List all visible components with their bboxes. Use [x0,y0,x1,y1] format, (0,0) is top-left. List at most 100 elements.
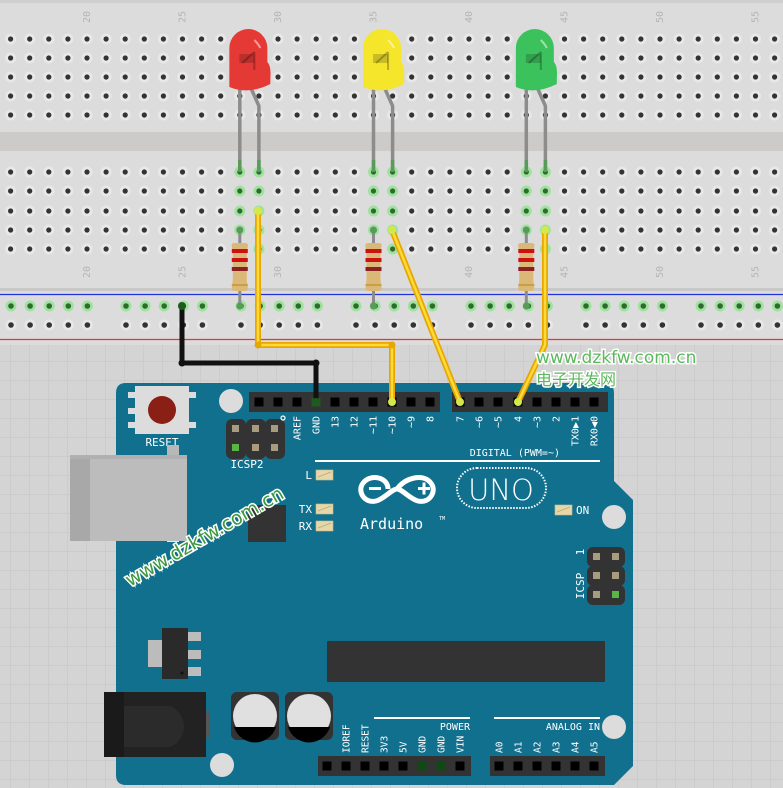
breadboard-hole[interactable] [294,227,300,233]
breadboard-hole[interactable] [447,227,453,233]
breadboard-hole[interactable] [428,93,434,99]
digital-socket[interactable] [406,397,416,407]
breadboard-hole[interactable] [218,169,224,175]
digital-socket[interactable] [570,397,580,407]
breadboard-hole[interactable] [160,188,166,194]
rail-hole-positive[interactable] [27,322,33,328]
breadboard-hole[interactable] [199,74,205,80]
breadboard-hole[interactable] [351,55,357,61]
power-socket[interactable] [436,761,446,771]
breadboard-hole[interactable] [409,169,415,175]
breadboard-hole[interactable] [275,74,281,80]
breadboard-hole[interactable] [141,112,147,118]
breadboard-hole[interactable] [313,55,319,61]
breadboard-hole[interactable] [428,208,434,214]
breadboard-hole[interactable] [600,55,606,61]
resistor-yellow[interactable] [365,243,382,291]
breadboard-hole[interactable] [313,169,319,175]
breadboard-hole[interactable] [657,93,663,99]
breadboard-hole[interactable] [581,36,587,42]
rail-hole-positive[interactable] [238,322,244,328]
breadboard-hole[interactable] [27,169,33,175]
rail-hole-positive[interactable] [295,322,302,328]
breadboard-hole[interactable] [772,93,778,99]
breadboard-hole[interactable] [638,208,644,214]
rail-hole-negative[interactable] [698,303,704,309]
breadboard-hole[interactable] [27,36,33,42]
breadboard-hole[interactable] [466,36,472,42]
rail-hole-negative[interactable] [755,303,762,309]
breadboard-hole[interactable] [466,246,472,252]
breadboard-hole[interactable] [103,188,109,194]
breadboard-hole[interactable] [504,208,510,214]
breadboard-hole[interactable] [619,169,625,175]
breadboard-hole[interactable] [638,188,644,194]
breadboard-hole[interactable] [714,169,720,175]
breadboard-hole[interactable] [294,169,300,175]
breadboard-hole[interactable] [581,169,587,175]
breadboard-hole[interactable] [619,93,625,99]
breadboard-hole[interactable] [676,208,682,214]
breadboard-hole[interactable] [179,169,186,175]
breadboard-hole[interactable] [752,169,759,175]
breadboard-hole[interactable] [46,74,52,80]
breadboard-hole[interactable] [65,208,71,214]
rail-hole-negative[interactable] [276,303,283,309]
breadboard-hole[interactable] [676,169,682,175]
breadboard-hole[interactable] [199,93,205,99]
breadboard-hole[interactable] [218,112,224,118]
breadboard-hole[interactable] [561,188,568,194]
breadboard-hole[interactable] [428,74,434,80]
rail-hole-negative[interactable] [295,303,302,309]
breadboard-hole[interactable] [7,36,14,42]
breadboard-hole[interactable] [695,188,701,194]
breadboard-hole[interactable] [504,74,510,80]
rail-hole-positive[interactable] [468,322,474,328]
breadboard-hole[interactable] [46,246,52,252]
breadboard-hole[interactable] [332,93,338,99]
breadboard-hole[interactable] [600,93,606,99]
breadboard-hole[interactable] [714,36,720,42]
rail-hole-positive[interactable] [46,322,52,328]
breadboard-hole[interactable] [7,208,14,214]
breadboard-hole[interactable] [275,112,281,118]
breadboard-hole[interactable] [332,36,338,42]
breadboard-hole[interactable] [199,208,205,214]
breadboard-hole[interactable] [638,36,644,42]
digital-socket[interactable] [425,397,435,407]
breadboard-hole[interactable] [332,74,338,80]
breadboard-hole[interactable] [122,112,128,118]
breadboard-hole[interactable] [370,208,377,214]
breadboard-hole[interactable] [581,227,587,233]
breadboard-hole[interactable] [46,208,52,214]
yellow-led[interactable] [363,28,405,91]
breadboard-hole[interactable] [733,112,740,118]
rail-hole-positive[interactable] [314,322,321,328]
breadboard-hole[interactable] [581,208,587,214]
breadboard-hole[interactable] [600,36,606,42]
breadboard-hole[interactable] [294,93,300,99]
breadboard-hole[interactable] [351,188,357,194]
breadboard-hole[interactable] [313,74,319,80]
breadboard-hole[interactable] [179,112,186,118]
rail-hole-negative[interactable] [123,303,129,309]
breadboard-hole[interactable] [561,246,568,252]
breadboard-hole[interactable] [313,93,319,99]
breadboard-hole[interactable] [160,169,166,175]
breadboard-hole[interactable] [7,74,14,80]
breadboard-hole[interactable] [695,169,701,175]
breadboard-hole[interactable] [351,227,357,233]
breadboard-hole[interactable] [141,36,147,42]
breadboard-hole[interactable] [752,93,759,99]
breadboard-hole[interactable] [600,169,606,175]
breadboard-hole[interactable] [733,188,740,194]
breadboard-hole[interactable] [504,36,510,42]
breadboard-hole[interactable] [752,188,759,194]
breadboard-hole[interactable] [27,74,33,80]
breadboard-hole[interactable] [313,188,319,194]
breadboard-hole[interactable] [466,112,472,118]
breadboard-hole[interactable] [695,74,701,80]
breadboard-hole[interactable] [428,246,434,252]
breadboard-hole[interactable] [657,188,663,194]
breadboard-hole[interactable] [504,93,510,99]
